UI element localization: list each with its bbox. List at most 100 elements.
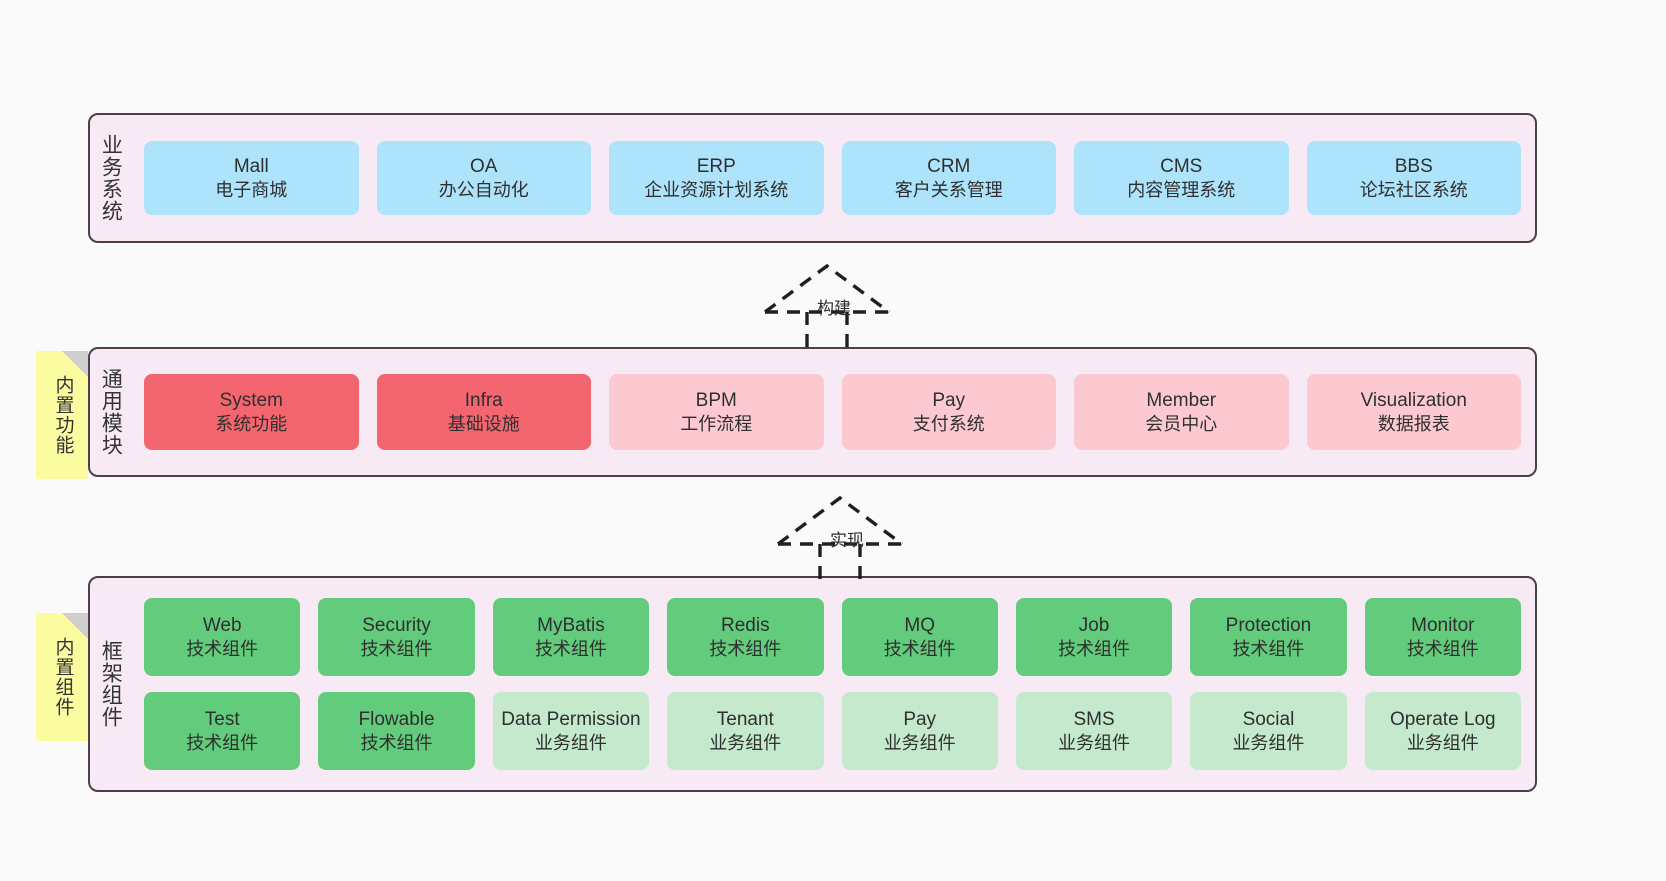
card-title: Flowable — [358, 708, 435, 730]
card-title: Operate Log — [1389, 708, 1496, 730]
card-subtitle: 技术组件 — [1232, 638, 1305, 659]
card-social[interactable]: Social 业务组件 — [1190, 692, 1347, 770]
card-visualization[interactable]: Visualization 数据报表 — [1306, 374, 1521, 450]
card-subtitle: 业务组件 — [1406, 732, 1479, 753]
card-title: CRM — [927, 155, 971, 177]
layer-business-system-body: Mall 电子商城 OA 办公自动化 ERP 企业资源计划系统 CRM 客户关系… — [130, 115, 1535, 241]
card-subtitle: 技术组件 — [534, 638, 607, 659]
card-oa[interactable]: OA 办公自动化 — [376, 141, 591, 215]
layer-business-system: 业务系统 Mall 电子商城 OA 办公自动化 ERP 企业资源计划系统 CRM… — [88, 113, 1537, 243]
card-data-permission[interactable]: Data Permission 业务组件 — [492, 692, 650, 770]
card-mq[interactable]: MQ 技术组件 — [841, 598, 998, 676]
card-title: Pay — [903, 708, 937, 730]
sticky-fold-icon — [62, 351, 88, 377]
card-title: Job — [1078, 614, 1110, 636]
card-member[interactable]: Member 会员中心 — [1074, 374, 1289, 450]
card-title: MQ — [904, 614, 935, 636]
card-redis[interactable]: Redis 技术组件 — [667, 598, 824, 676]
card-subtitle: 技术组件 — [186, 638, 259, 659]
card-subtitle: 工作流程 — [680, 413, 753, 434]
arrowhead-triangle — [776, 495, 904, 546]
card-title: OA — [470, 155, 498, 177]
card-title: Visualization — [1360, 389, 1467, 411]
card-subtitle: 技术组件 — [709, 638, 782, 659]
card-subtitle: 客户关系管理 — [894, 179, 1003, 200]
card-subtitle: 会员中心 — [1145, 413, 1218, 434]
arrowhead-triangle — [763, 263, 891, 314]
card-subtitle: 论坛社区系统 — [1359, 179, 1468, 200]
card-subtitle: 系统功能 — [215, 413, 288, 434]
card-security[interactable]: Security 技术组件 — [318, 598, 475, 676]
card-title: BPM — [695, 389, 737, 411]
card-title: Test — [204, 708, 240, 730]
card-row: Test 技术组件 Flowable 技术组件 Data Permission … — [144, 692, 1521, 770]
card-title: ERP — [696, 155, 736, 177]
card-subtitle: 业务组件 — [534, 732, 607, 753]
card-sms[interactable]: SMS 业务组件 — [1015, 692, 1173, 770]
card-erp[interactable]: ERP 企业资源计划系统 — [609, 141, 824, 215]
card-title: MyBatis — [537, 614, 605, 636]
card-title: Pay — [932, 389, 966, 411]
card-monitor[interactable]: Monitor 技术组件 — [1364, 598, 1521, 676]
connector-implement-label: 实现 — [830, 531, 864, 550]
card-tenant[interactable]: Tenant 业务组件 — [667, 692, 824, 770]
card-web[interactable]: Web 技术组件 — [144, 598, 301, 676]
card-title: Monitor — [1411, 614, 1475, 636]
card-title: Mall — [233, 155, 269, 177]
sticky-note-builtin-component: 内置组件 — [36, 613, 88, 741]
card-pay[interactable]: Pay 支付系统 — [841, 374, 1056, 450]
card-subtitle: 技术组件 — [883, 638, 956, 659]
card-protection[interactable]: Protection 技术组件 — [1190, 598, 1347, 676]
card-job[interactable]: Job 技术组件 — [1015, 598, 1173, 676]
layer-framework-component-label: 框架组件 — [99, 640, 123, 728]
card-pay-business[interactable]: Pay 业务组件 — [841, 692, 998, 770]
connector-build-label: 构建 — [817, 299, 851, 318]
card-bpm[interactable]: BPM 工作流程 — [609, 374, 824, 450]
card-subtitle: 技术组件 — [360, 638, 433, 659]
card-subtitle: 技术组件 — [1058, 638, 1131, 659]
card-system[interactable]: System 系统功能 — [144, 374, 359, 450]
card-title: System — [219, 389, 283, 411]
sticky-note-builtin-function: 内置功能 — [36, 351, 88, 479]
layer-framework-component-body: Web 技术组件 Security 技术组件 MyBatis 技术组件 Redi… — [130, 578, 1535, 790]
card-subtitle: 业务组件 — [1232, 732, 1305, 753]
card-subtitle: 技术组件 — [360, 732, 433, 753]
card-title: Infra — [464, 389, 503, 411]
card-title: Web — [202, 614, 242, 636]
layer-framework-component: 框架组件 Web 技术组件 Security 技术组件 MyBatis 技术组件… — [88, 576, 1537, 792]
sticky-note-label: 内置组件 — [52, 637, 74, 717]
card-row: Web 技术组件 Security 技术组件 MyBatis 技术组件 Redi… — [144, 598, 1521, 676]
card-title: Redis — [721, 614, 770, 636]
card-operate-log[interactable]: Operate Log 业务组件 — [1364, 692, 1521, 770]
card-title: Member — [1146, 389, 1217, 411]
card-title: Security — [362, 614, 431, 636]
layer-common-module-body: System 系统功能 Infra 基础设施 BPM 工作流程 Pay 支付系统… — [130, 349, 1535, 475]
card-subtitle: 业务组件 — [883, 732, 956, 753]
card-title: CMS — [1160, 155, 1203, 177]
card-crm[interactable]: CRM 客户关系管理 — [841, 141, 1056, 215]
connector-implement — [776, 495, 904, 582]
card-bbs[interactable]: BBS 论坛社区系统 — [1306, 141, 1521, 215]
card-title: Tenant — [716, 708, 774, 730]
card-row: Mall 电子商城 OA 办公自动化 ERP 企业资源计划系统 CRM 客户关系… — [144, 141, 1521, 215]
card-mall[interactable]: Mall 电子商城 — [144, 141, 359, 215]
card-title: BBS — [1394, 155, 1433, 177]
layer-common-module-label: 通用模块 — [99, 368, 123, 456]
card-title: SMS — [1073, 708, 1115, 730]
layer-business-system-label: 业务系统 — [99, 134, 123, 222]
card-title: Social — [1242, 708, 1295, 730]
card-subtitle: 技术组件 — [186, 732, 259, 753]
card-subtitle: 电子商城 — [215, 179, 288, 200]
card-infra[interactable]: Infra 基础设施 — [376, 374, 591, 450]
connector-build — [763, 263, 891, 350]
card-subtitle: 支付系统 — [912, 413, 985, 434]
card-subtitle: 基础设施 — [447, 413, 520, 434]
sticky-note-label: 内置功能 — [52, 375, 74, 455]
sticky-fold-icon — [62, 613, 88, 639]
card-cms[interactable]: CMS 内容管理系统 — [1074, 141, 1289, 215]
card-mybatis[interactable]: MyBatis 技术组件 — [492, 598, 650, 676]
card-title: Data Permission — [501, 708, 641, 730]
card-flowable[interactable]: Flowable 技术组件 — [318, 692, 475, 770]
card-subtitle: 技术组件 — [1406, 638, 1479, 659]
card-test[interactable]: Test 技术组件 — [144, 692, 301, 770]
